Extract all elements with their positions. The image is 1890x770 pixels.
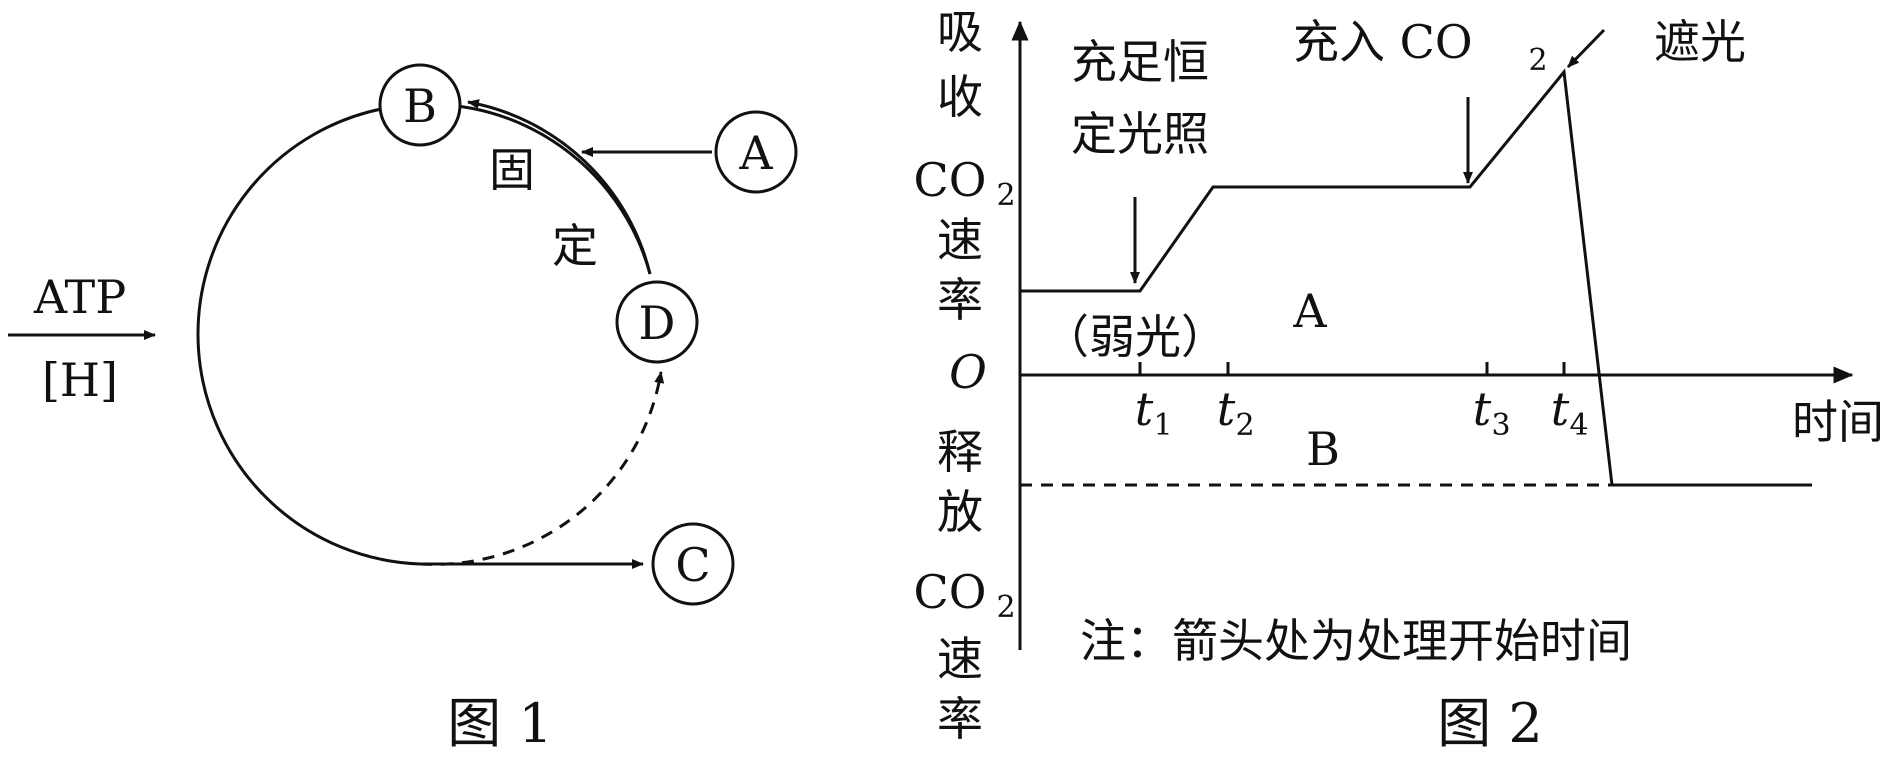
node-c: C xyxy=(651,522,735,606)
y-label-char: 收 xyxy=(937,70,983,124)
weak-light-label: （弱光） xyxy=(1043,310,1227,364)
y-label-sub: 2 xyxy=(996,178,1015,213)
y-axis-label-upper: 吸 收 CO 2 速 率 xyxy=(914,5,1016,327)
y-label-co: CO xyxy=(914,153,987,207)
y-label-char: 吸 xyxy=(937,5,983,59)
figure-1-caption: 图 1 xyxy=(447,692,553,755)
annotation-co2-sub: 2 xyxy=(1528,43,1547,78)
svg-text:1: 1 xyxy=(1153,408,1172,443)
y-label-char: 速 xyxy=(937,213,983,267)
origin-label: O xyxy=(949,345,987,399)
shade-arrow xyxy=(1566,28,1606,69)
node-d-label: D xyxy=(639,296,676,350)
tick-label-t1: t 1 xyxy=(1135,382,1173,443)
y-axis-label-lower: 释 放 CO 2 速 率 xyxy=(914,425,1016,746)
svg-text:t: t xyxy=(1135,382,1154,436)
y-label-sub: 2 xyxy=(996,590,1015,625)
node-b: B xyxy=(378,63,462,147)
figure-2-caption: 图 2 xyxy=(1437,692,1543,755)
svg-text:4: 4 xyxy=(1569,408,1588,443)
svg-text:t: t xyxy=(1473,382,1492,436)
figure-1: B A D C 固 定 ATP [H] 图 1 xyxy=(8,63,798,755)
node-a-label: A xyxy=(738,126,773,180)
svg-text:2: 2 xyxy=(1235,408,1254,443)
tick-label-t2: t 2 xyxy=(1217,382,1255,443)
y-label-char: 率 xyxy=(937,692,983,746)
tick-label-t3: t 3 xyxy=(1473,382,1511,443)
figure-2: 吸 收 CO 2 速 率 O 释 放 CO 2 速 率 时间 t 1 t 2 xyxy=(914,5,1884,755)
fixation-label-1: 固 xyxy=(489,143,535,197)
annotation-light-line2: 定光照 xyxy=(1071,107,1209,161)
nadph-label: [H] xyxy=(42,353,118,407)
atp-label: ATP xyxy=(33,270,126,324)
note-text: 注：箭头处为处理开始时间 xyxy=(1080,614,1632,668)
y-label-co: CO xyxy=(914,565,987,619)
annotation-co2: 充入 CO xyxy=(1293,15,1473,69)
fixation-label-2: 定 xyxy=(552,219,598,273)
cycle-dashed-arc xyxy=(419,371,665,566)
cycle-solid-arc xyxy=(196,102,652,566)
y-label-char: 速 xyxy=(937,632,983,686)
svg-text:3: 3 xyxy=(1491,408,1510,443)
annotation-light-line1: 充足恒 xyxy=(1071,35,1209,89)
node-d: D xyxy=(615,280,699,364)
y-label-char: 率 xyxy=(937,273,983,327)
x-axis-label: 时间 xyxy=(1792,395,1884,449)
region-a-label: A xyxy=(1292,284,1327,338)
tick-label-t4: t 4 xyxy=(1551,382,1589,443)
region-b-label: B xyxy=(1306,422,1340,476)
node-b-label: B xyxy=(403,79,437,133)
y-label-char: 释 xyxy=(937,425,983,479)
node-c-label: C xyxy=(675,538,710,592)
fixation-arrow xyxy=(467,99,652,275)
y-label-char: 放 xyxy=(937,485,983,539)
svg-text:t: t xyxy=(1551,382,1570,436)
svg-text:t: t xyxy=(1217,382,1236,436)
annotation-shade: 遮光 xyxy=(1654,15,1746,69)
node-a: A xyxy=(714,110,798,194)
